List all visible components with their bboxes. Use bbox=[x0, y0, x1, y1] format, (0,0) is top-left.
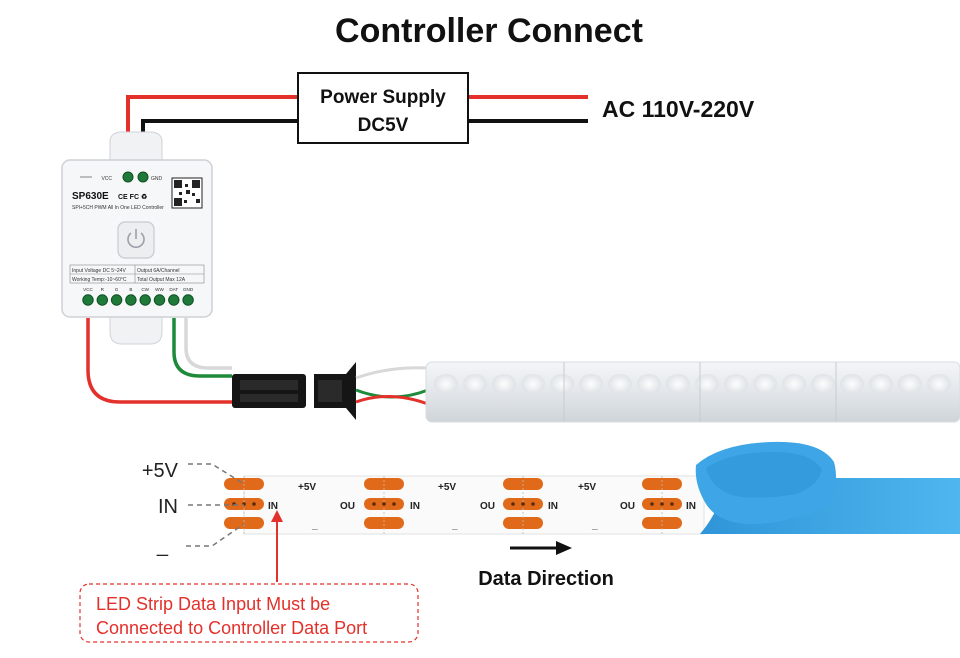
bottom-pin-label: DAT bbox=[169, 287, 178, 292]
pointer-arrow-icon bbox=[271, 510, 283, 522]
led-bump bbox=[898, 374, 922, 394]
controller-bottom-tab bbox=[109, 314, 163, 345]
bottom-pin-terminal bbox=[82, 294, 94, 306]
top-pin-vcc bbox=[122, 171, 134, 183]
spec-working-temp: Working Temp:-10~60°C bbox=[72, 277, 127, 283]
pcb-label-out: OU bbox=[480, 501, 495, 512]
power-supply-box bbox=[297, 72, 469, 144]
led-bump bbox=[811, 374, 835, 394]
bottom-pin-terminal bbox=[125, 294, 137, 306]
pcb-label-in: IN bbox=[548, 501, 558, 512]
pcb-label-in: IN bbox=[268, 501, 278, 512]
led-bump bbox=[869, 374, 893, 394]
bottom-pin-terminal bbox=[182, 294, 194, 306]
spec-input-voltage: Input Voltage DC 5~24V bbox=[72, 268, 126, 274]
led-bump bbox=[434, 374, 458, 394]
ac-voltage-label: AC 110V-220V bbox=[602, 96, 755, 122]
led-bump bbox=[579, 374, 603, 394]
solder-pad bbox=[224, 517, 264, 529]
led-bump bbox=[550, 374, 574, 394]
pcb-led-strip bbox=[243, 475, 705, 535]
pcb-label-out: OU bbox=[620, 501, 635, 512]
spec-output-current: Output 6A/Channel bbox=[137, 268, 180, 274]
led-bump bbox=[666, 374, 690, 394]
note-line-1: LED Strip Data Input Must be bbox=[96, 594, 330, 614]
pcb-label-in: IN bbox=[410, 501, 420, 512]
pcb-label-plus5v: +5V bbox=[298, 482, 316, 493]
power-icon bbox=[127, 229, 145, 248]
led-bump bbox=[521, 374, 545, 394]
top-pin-gnd-label: GND bbox=[151, 176, 163, 182]
wire-strip-white bbox=[355, 366, 429, 380]
solder-pad bbox=[642, 517, 682, 529]
pcb-segments: IN +5V _ OU IN +5V _ OU IN +5V _ OU IN bbox=[224, 476, 696, 534]
power-supply-voltage: DC5V bbox=[358, 115, 409, 136]
bottom-pin-label: CW bbox=[141, 287, 149, 292]
label-minus: _ bbox=[156, 535, 169, 557]
power-supply-label: Power Supply bbox=[320, 87, 446, 108]
wire-black-gnd bbox=[141, 119, 298, 162]
spec-total-output: Total Output Max 12A bbox=[137, 277, 186, 283]
bottom-pin-label: VCC bbox=[83, 287, 93, 292]
wire-strip-red bbox=[355, 394, 429, 406]
bottom-pin-terminal bbox=[153, 294, 166, 306]
pcb-label-plus5v: +5V bbox=[578, 482, 596, 493]
led-bump bbox=[753, 374, 777, 394]
leader-plus5v bbox=[188, 463, 245, 485]
bottom-pin-label: R bbox=[101, 287, 105, 292]
pcb-label-minus: _ bbox=[311, 520, 318, 531]
controller-model: SP630E bbox=[72, 191, 109, 202]
led-bump bbox=[608, 374, 632, 394]
led-segments bbox=[434, 362, 951, 422]
led-bump bbox=[782, 374, 806, 394]
wire-out-white bbox=[184, 318, 232, 370]
pcb-label-in: IN bbox=[686, 501, 696, 512]
spec-table bbox=[69, 264, 205, 284]
bottom-pin-terminal bbox=[168, 294, 180, 306]
bottom-pin-label: B bbox=[129, 287, 132, 292]
pcb-label-minus: _ bbox=[591, 520, 598, 531]
connector-male bbox=[232, 374, 306, 408]
page-title: Controller Connect bbox=[335, 12, 643, 50]
qr-code-icon bbox=[171, 177, 203, 209]
bottom-terminal-block: VCC R G B CW WW DAT GND bbox=[82, 287, 194, 306]
bottom-pin-terminal bbox=[139, 294, 151, 306]
top-pin-gnd bbox=[137, 171, 149, 183]
solder-pad bbox=[503, 517, 543, 529]
label-in: IN bbox=[158, 496, 178, 518]
data-direction-label: Data Direction bbox=[478, 568, 614, 590]
pcb-label-minus: _ bbox=[451, 520, 458, 531]
wire-out-red bbox=[86, 318, 232, 404]
led-bump bbox=[927, 374, 951, 394]
pcb-label-plus5v: +5V bbox=[438, 482, 456, 493]
top-pin-vcc-label: VCC bbox=[101, 176, 112, 182]
led-bump bbox=[724, 374, 748, 394]
note-box bbox=[79, 583, 419, 643]
bottom-pin-terminal bbox=[96, 294, 109, 306]
controller-top-tab bbox=[109, 131, 163, 163]
led-bump bbox=[463, 374, 487, 394]
bottom-pin-label: WW bbox=[155, 287, 164, 292]
pcb-label-out: OU bbox=[340, 501, 355, 512]
led-bump bbox=[492, 374, 516, 394]
note-line-2: Connected to Controller Data Port bbox=[96, 618, 367, 638]
led-bump bbox=[695, 374, 719, 394]
bottom-pin-label: GND bbox=[183, 287, 194, 292]
certification-icons: CE FC ♻ bbox=[118, 193, 147, 201]
led-bump bbox=[637, 374, 661, 394]
led-bump bbox=[840, 374, 864, 394]
arrow-head-icon bbox=[556, 541, 572, 555]
solder-pad bbox=[364, 517, 404, 529]
bottom-pin-terminal bbox=[110, 294, 123, 306]
label-plus5v: +5V bbox=[142, 460, 179, 482]
bottom-pin-label: G bbox=[115, 287, 119, 292]
wire-out-green bbox=[172, 318, 232, 378]
controller-subtitle: SPI+5CH PWM All In One LED Controller bbox=[72, 205, 164, 211]
controller-power-button[interactable] bbox=[117, 221, 155, 259]
